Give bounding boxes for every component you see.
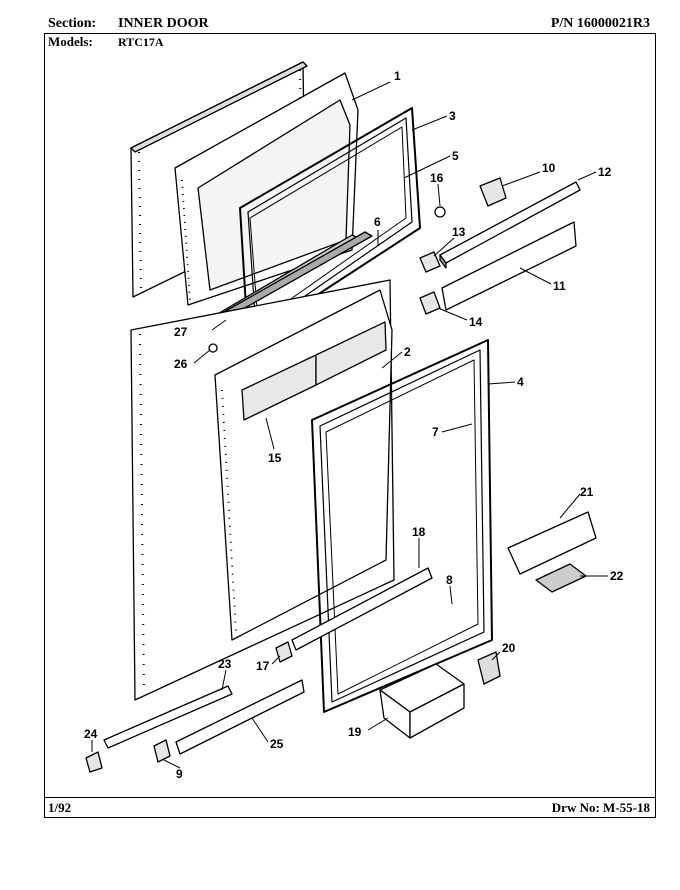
rail-25 [175, 679, 305, 755]
callout-19: 19 [348, 725, 362, 739]
callout-13: 13 [452, 225, 466, 239]
section-label: Section: [48, 16, 97, 31]
bracket-20 [477, 651, 501, 685]
callout-14: 14 [469, 315, 483, 329]
rail-18 [291, 567, 433, 651]
shelf-12 [439, 181, 581, 269]
section-value: INNER DOOR [118, 16, 209, 31]
callout-22: 22 [610, 569, 624, 583]
screw-26 [208, 343, 218, 353]
callout-8: 8 [446, 573, 453, 587]
bin-21 [507, 511, 597, 575]
callout-17: 17 [256, 659, 270, 673]
callout-10: 10 [542, 161, 556, 175]
cap-9 [153, 739, 171, 763]
cap-24 [85, 751, 103, 773]
callout-24: 24 [84, 727, 98, 741]
callout-25: 25 [270, 737, 284, 751]
callout-3: 3 [449, 109, 456, 123]
cap-17 [275, 641, 293, 663]
callout-4: 4 [517, 375, 524, 389]
callout-labels: 1 2 3 4 5 6 7 8 9 10 11 12 13 14 15 16 1… [84, 69, 624, 781]
callout-23: 23 [218, 657, 232, 671]
callout-12: 12 [598, 165, 612, 179]
part-number: P/N 16000021R3 [550, 16, 650, 31]
inner-panel-upper [174, 72, 359, 306]
shelf-11 [441, 221, 577, 311]
footer-drawing-no: Drw No: M-55-18 [551, 800, 650, 815]
tray-19 [379, 663, 465, 739]
gasket-upper [239, 107, 421, 341]
callout-21: 21 [580, 485, 594, 499]
gasket-lower [311, 339, 493, 713]
models-label: Models: [48, 34, 93, 49]
callout-9: 9 [176, 767, 183, 781]
callout-26: 26 [174, 357, 188, 371]
cover-22 [535, 563, 587, 593]
callout-20: 20 [502, 641, 516, 655]
screw-16 [434, 206, 446, 218]
callout-7: 7 [432, 425, 439, 439]
callout-2: 2 [404, 345, 411, 359]
cap-10 [479, 177, 507, 207]
cap-13 [419, 251, 441, 273]
callout-27: 27 [174, 325, 188, 339]
cap-14 [419, 291, 441, 315]
diagram-frame [44, 33, 656, 818]
callout-15: 15 [268, 451, 282, 465]
callout-1: 1 [394, 69, 401, 83]
inner-panel-lower [214, 289, 393, 641]
callout-6: 6 [374, 215, 381, 229]
footer-rule [44, 797, 656, 798]
callout-18: 18 [412, 525, 426, 539]
footer-date: 1/92 [48, 800, 72, 815]
callout-5: 5 [452, 149, 459, 163]
rail-23 [103, 685, 233, 749]
models-value: RTC17A [118, 35, 164, 49]
callout-11: 11 [553, 279, 566, 293]
callout-16: 16 [430, 171, 444, 185]
